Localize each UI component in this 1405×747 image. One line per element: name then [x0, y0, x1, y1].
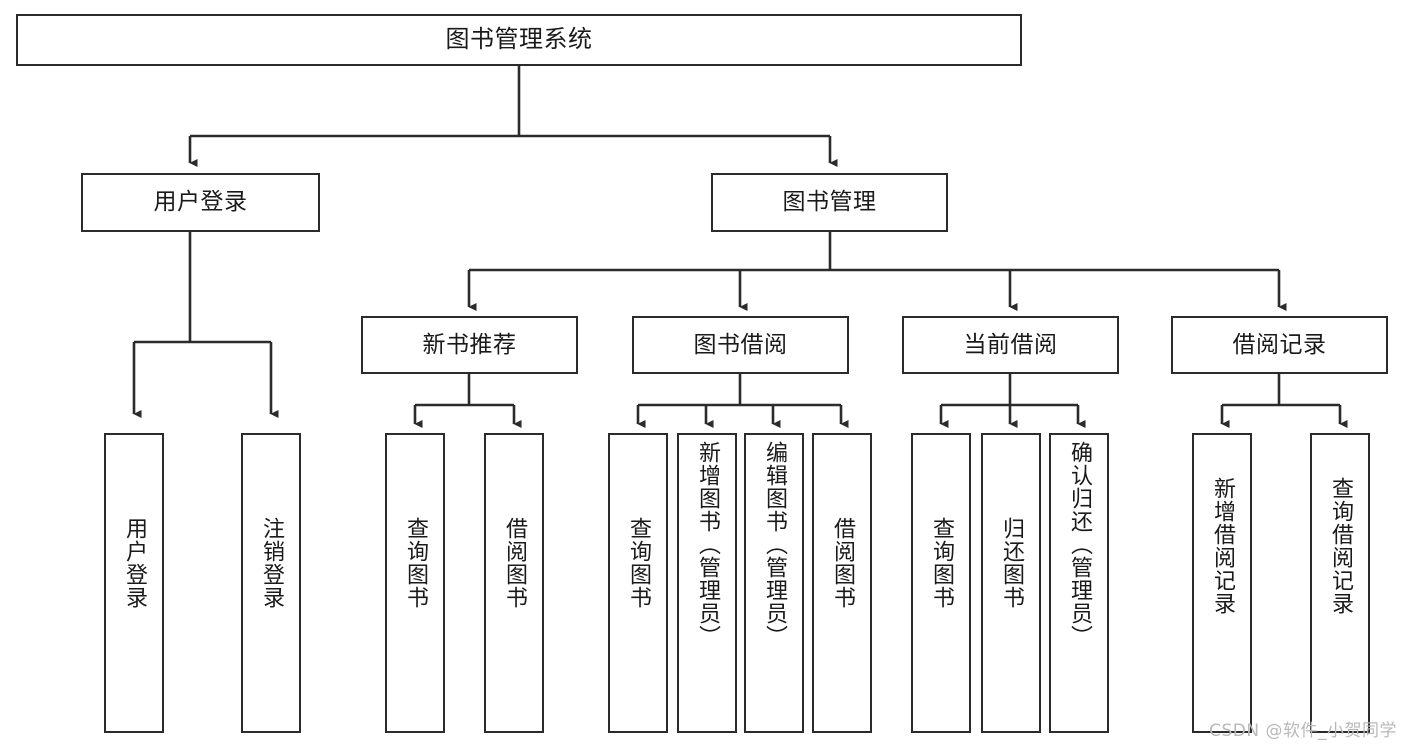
node-leaf-user-logout[interactable]: 注销登录 — [241, 433, 301, 733]
node-leaf-add-record-label: 新增借阅记录 — [1209, 477, 1235, 615]
node-book-borrow[interactable]: 图书借阅 — [632, 316, 849, 374]
node-leaf-query-book-1-label: 查询图书 — [402, 517, 428, 609]
node-leaf-add-book[interactable]: 新增图书（管理员） — [677, 433, 737, 733]
node-leaf-confirm-return[interactable]: 确认归还（管理员） — [1049, 433, 1109, 733]
node-current-borrow-label: 当前借阅 — [963, 331, 1058, 358]
node-leaf-query-book-2-label: 查询图书 — [625, 517, 651, 609]
node-user-login-label: 用户登录 — [153, 189, 248, 216]
node-leaf-query-book-1[interactable]: 查询图书 — [385, 433, 445, 733]
node-leaf-edit-book-label: 编辑图书（管理员） — [761, 441, 787, 648]
node-leaf-borrow-book-1[interactable]: 借阅图书 — [484, 433, 544, 733]
node-leaf-user-login-label: 用户登录 — [121, 517, 147, 609]
node-leaf-add-record[interactable]: 新增借阅记录 — [1192, 433, 1252, 733]
node-leaf-confirm-return-label: 确认归还（管理员） — [1066, 441, 1092, 648]
node-new-book-recommend-label: 新书推荐 — [422, 331, 517, 358]
node-leaf-query-book-2[interactable]: 查询图书 — [608, 433, 668, 733]
node-leaf-borrow-book-2-label: 借阅图书 — [829, 517, 855, 609]
node-leaf-query-record-label: 查询借阅记录 — [1327, 477, 1353, 615]
node-leaf-user-logout-label: 注销登录 — [258, 517, 284, 609]
node-leaf-add-book-label: 新增图书（管理员） — [694, 441, 720, 648]
node-leaf-borrow-book-2[interactable]: 借阅图书 — [812, 433, 872, 733]
node-book-management[interactable]: 图书管理 — [711, 173, 948, 232]
node-leaf-user-login[interactable]: 用户登录 — [104, 433, 164, 733]
node-leaf-return-book-label: 归还图书 — [998, 517, 1024, 609]
node-leaf-edit-book[interactable]: 编辑图书（管理员） — [744, 433, 804, 733]
node-root-label: 图书管理系统 — [445, 25, 593, 54]
node-book-management-label: 图书管理 — [782, 189, 877, 216]
node-leaf-borrow-book-1-label: 借阅图书 — [501, 517, 527, 609]
node-leaf-query-record[interactable]: 查询借阅记录 — [1310, 433, 1370, 733]
node-current-borrow[interactable]: 当前借阅 — [902, 316, 1119, 374]
node-root[interactable]: 图书管理系统 — [16, 14, 1022, 66]
node-leaf-return-book[interactable]: 归还图书 — [981, 433, 1041, 733]
node-leaf-query-book-3[interactable]: 查询图书 — [911, 433, 971, 733]
watermark-text: CSDN @软件_小贺同学 — [1209, 721, 1397, 741]
node-borrow-records-label: 借阅记录 — [1232, 331, 1327, 358]
node-leaf-query-book-3-label: 查询图书 — [928, 517, 954, 609]
node-new-book-recommend[interactable]: 新书推荐 — [361, 316, 578, 374]
node-book-borrow-label: 图书借阅 — [693, 331, 788, 358]
node-borrow-records[interactable]: 借阅记录 — [1171, 316, 1388, 374]
node-user-login[interactable]: 用户登录 — [81, 173, 320, 232]
